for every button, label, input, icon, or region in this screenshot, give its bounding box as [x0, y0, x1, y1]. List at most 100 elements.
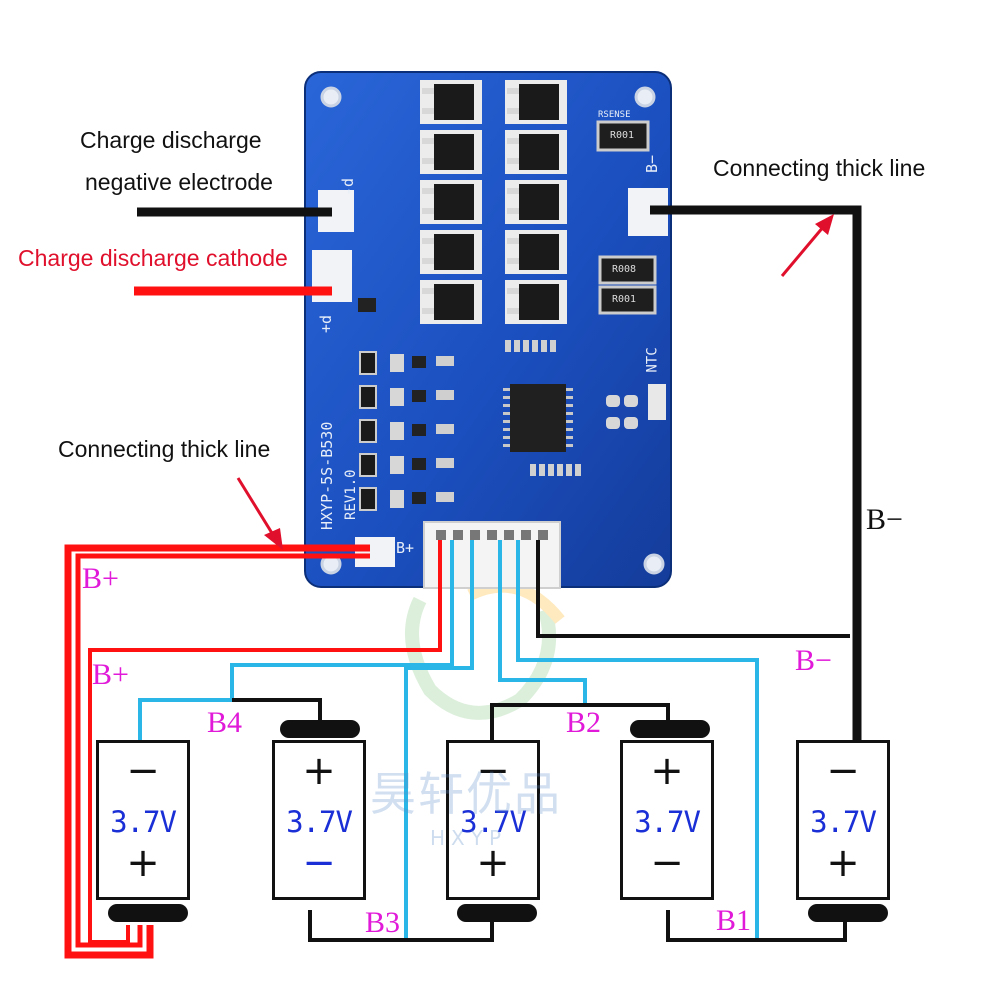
ntc-pad [648, 384, 666, 420]
cell-5-bottom-terminal: + [826, 840, 860, 886]
cell-3-cap [457, 904, 537, 922]
mount-hole-tl [320, 86, 342, 108]
board-model-text: HXYP-5S-B530 [318, 421, 336, 530]
smd-part [436, 356, 454, 366]
connector-pin [453, 530, 463, 540]
smd-capacitor [390, 388, 404, 406]
cell-3-voltage: 3.7V [460, 805, 527, 839]
smd-part [539, 464, 545, 476]
smd-part [530, 464, 536, 476]
smd-part [541, 340, 547, 352]
mosfet-array [420, 80, 567, 324]
cell-2-voltage: 3.7V [286, 805, 353, 839]
smd-capacitor [390, 422, 404, 440]
board-revision-text: REV1.0 [343, 469, 359, 520]
smd-part [550, 340, 556, 352]
smd-part [505, 340, 511, 352]
cell-2-cap [280, 720, 360, 738]
cell-3-bottom-terminal: + [476, 840, 510, 886]
smd-transistor [412, 458, 426, 470]
pad-b-plus-label: B+ [396, 539, 415, 557]
cell-4-voltage: 3.7V [634, 805, 701, 839]
smd-capacitor [390, 456, 404, 474]
tag-b-plus-2: B+ [92, 658, 129, 691]
cell-2-top-terminal: + [302, 748, 336, 794]
tag-b3: B3 [365, 906, 401, 939]
cell-5-top-terminal: − [826, 748, 860, 794]
mosfet [420, 230, 482, 274]
b-minus-thick-wire [650, 205, 862, 740]
smd-part [566, 464, 572, 476]
smd-resistor [359, 351, 377, 375]
mount-hole-br [643, 553, 665, 575]
smd-part [436, 390, 454, 400]
b-plus-thick-wire [64, 544, 370, 959]
arrow-right [780, 214, 834, 277]
connector-pin [521, 530, 531, 540]
connector-pin [504, 530, 514, 540]
label-connecting-thick-line-left: Connecting thick line [58, 436, 271, 462]
arrow-left [236, 477, 283, 550]
smd-part [532, 340, 538, 352]
cell-4-bottom-terminal: − [650, 840, 684, 886]
smd-capacitor [606, 395, 620, 407]
battery-cell-4: + 3.7V − [620, 740, 714, 900]
cell-5-voltage: 3.7V [810, 805, 877, 839]
smd-part [436, 458, 454, 468]
smd-capacitor [606, 417, 620, 429]
tag-b-minus-pink: B− [795, 644, 832, 677]
cell-1-voltage: 3.7V [110, 805, 177, 839]
smd-resistor [359, 453, 377, 477]
label-charge-discharge-cathode: Charge discharge cathode [18, 245, 288, 271]
sense-resistor-2 [598, 255, 657, 285]
mosfet [505, 80, 567, 124]
connector-pin [538, 530, 548, 540]
balance-lead-bminus [536, 540, 850, 638]
smd-capacitor [624, 417, 638, 429]
pad-b-plus [355, 537, 395, 567]
smd-part [514, 340, 520, 352]
tag-b-minus-black: B− [866, 503, 903, 536]
tag-b2: B2 [566, 706, 602, 739]
cell-5-cap [808, 904, 888, 922]
sense-resistor-1 [596, 120, 650, 152]
tag-b4: B4 [207, 706, 243, 739]
smd-resistor [359, 487, 377, 511]
smd-transistor [412, 492, 426, 504]
ntc-label: NTC [644, 347, 661, 373]
tag-b-plus-1: B+ [82, 562, 119, 595]
bms-ic-chip [510, 384, 566, 452]
pad-b-minus-label: B− [643, 154, 662, 174]
pad-p-minus-label: -d [339, 177, 358, 197]
smd-part [557, 464, 563, 476]
connector-pin [436, 530, 446, 540]
label-connecting-thick-line-right: Connecting thick line [713, 155, 926, 181]
mosfet [505, 130, 567, 174]
smd-part [436, 492, 454, 502]
smd-resistor [359, 385, 377, 409]
smd-part [436, 424, 454, 434]
cell-1-bottom-terminal: + [126, 840, 160, 886]
mosfet [505, 180, 567, 224]
mount-hole-tr [634, 86, 656, 108]
mosfet [420, 180, 482, 224]
label-charge-discharge-line1: Charge discharge [80, 127, 262, 153]
watermark-subtext: HXYP [430, 826, 508, 850]
cell-2-bottom-terminal: − [302, 840, 336, 886]
resistor-2-label: R008 [612, 264, 637, 275]
bms-board [304, 71, 672, 589]
balance-lead-b4 [138, 540, 454, 740]
cell-1-top-terminal: − [126, 748, 160, 794]
smd-part [548, 464, 554, 476]
resistor-1-label: R001 [610, 130, 635, 141]
battery-cell-5: − 3.7V + [796, 740, 890, 900]
smd-transistor [412, 356, 426, 368]
smd-transistor [412, 390, 426, 402]
balance-lead-b3 [404, 540, 474, 940]
cell-3-top-terminal: − [476, 748, 510, 794]
tag-b1: B1 [716, 904, 752, 937]
mosfet [420, 280, 482, 324]
mosfet [420, 130, 482, 174]
